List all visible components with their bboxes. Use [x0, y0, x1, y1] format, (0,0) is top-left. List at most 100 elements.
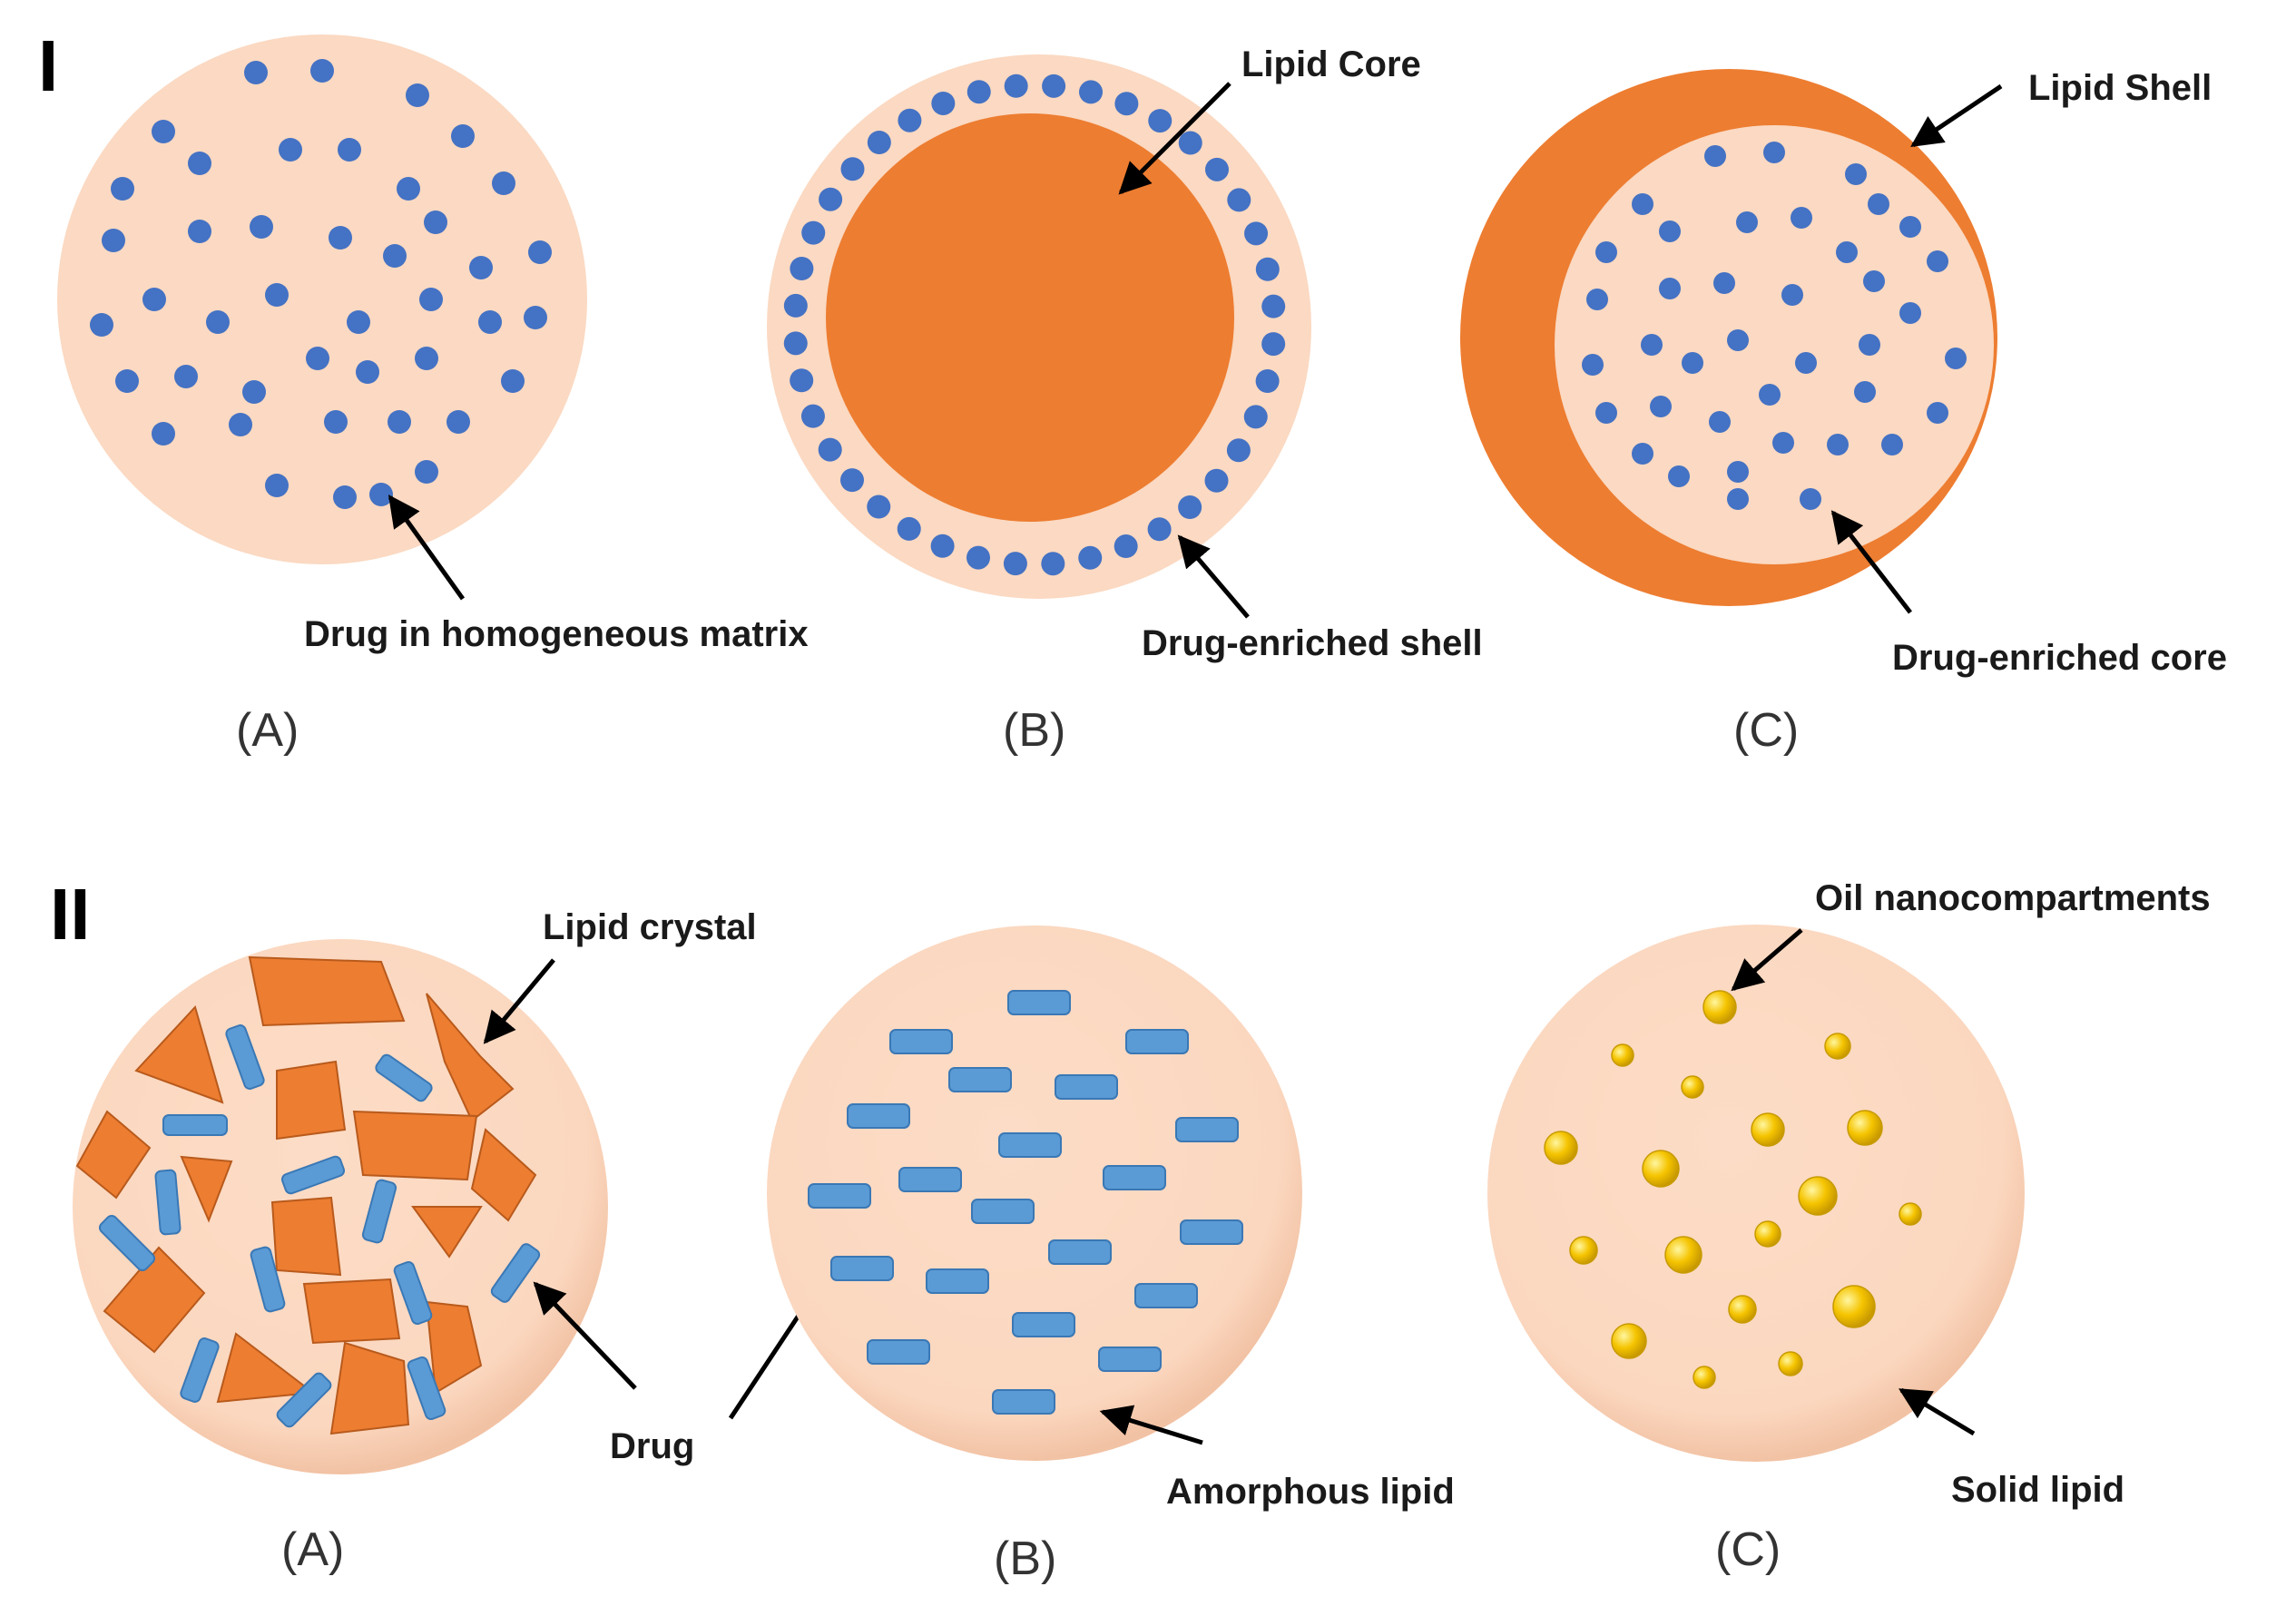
drug-dot — [930, 534, 955, 558]
lipid-crystal — [329, 1341, 410, 1435]
drug-dot — [1899, 216, 1921, 238]
oil-droplet — [1544, 1131, 1578, 1165]
drug-rects-crystal — [98, 1024, 541, 1428]
drug-dot — [1727, 329, 1749, 351]
oil-droplet — [1728, 1295, 1757, 1324]
oil-droplet — [1569, 1236, 1598, 1265]
drug-dot — [1859, 334, 1880, 356]
drug-dot — [206, 310, 230, 334]
drug-dot — [1704, 145, 1726, 167]
drug-dot — [1003, 552, 1027, 576]
panel-ii-a: Lipid crystal Drug (A) — [73, 907, 824, 1576]
drug-dot — [115, 369, 139, 393]
drug-dot — [1148, 109, 1173, 133]
drug-rect — [393, 1260, 433, 1326]
drug-dot — [1863, 270, 1885, 292]
drug-dot — [1682, 352, 1703, 374]
sublabel-i-a: (A) — [236, 704, 299, 757]
drug-dot — [1854, 381, 1876, 403]
oil-droplet — [1847, 1110, 1883, 1146]
solid-lipid-particle — [1487, 925, 2025, 1462]
drug-dot — [1927, 250, 1948, 272]
drug-rect — [867, 1339, 930, 1365]
lipid-crystal — [302, 1278, 401, 1345]
drug-dot — [356, 360, 379, 384]
drug-dot — [1595, 402, 1617, 424]
drug-dot — [1736, 211, 1758, 233]
panel-i-c: Lipid Shell Drug-enriched core (C) — [1460, 68, 2227, 757]
lipid-core — [826, 113, 1234, 522]
section-label-1: I — [38, 25, 58, 106]
drug-dot — [867, 131, 891, 155]
section-label-2: II — [50, 874, 90, 955]
drug-dot — [388, 410, 411, 434]
drug-rect — [276, 1372, 332, 1428]
drug-dot — [1763, 142, 1785, 163]
drug-dot — [818, 437, 842, 462]
drug-dot — [1582, 354, 1604, 376]
oil-droplet — [1611, 1043, 1634, 1067]
oil-droplet — [1642, 1150, 1680, 1188]
sublabel-i-b: (B) — [1003, 704, 1065, 757]
drug-dot — [1079, 80, 1104, 104]
drug-dot — [1204, 468, 1229, 493]
drug-dot — [897, 516, 921, 541]
drug-dot — [1709, 411, 1731, 433]
oil-droplet — [1832, 1285, 1876, 1328]
oil-droplet — [1751, 1112, 1785, 1147]
drug-dot — [324, 410, 348, 434]
drug-dot — [188, 152, 211, 175]
drug-rect — [926, 1268, 989, 1294]
drug-dot — [524, 306, 547, 329]
drug-dot — [469, 256, 493, 279]
arrow-lipid-core — [1118, 82, 1231, 195]
drug-dot — [966, 545, 990, 570]
drug-dot — [840, 468, 865, 493]
lipid-crystal — [426, 993, 515, 1122]
drug-rect — [98, 1214, 156, 1272]
drug-rect — [1125, 1029, 1189, 1054]
drug-dot — [265, 283, 289, 307]
drug-dot — [397, 177, 420, 201]
drug-dot — [1759, 384, 1781, 406]
drug-dot — [1004, 73, 1028, 98]
drug-dot — [1899, 302, 1921, 324]
amorphous-lipid-particle — [767, 925, 1302, 1461]
drug-dot — [1204, 157, 1229, 181]
drug-dot — [478, 310, 502, 334]
lipid-crystal — [180, 1155, 233, 1223]
drug-rects-amorphous — [808, 990, 1243, 1415]
drug-dot — [90, 313, 113, 337]
sublabel-ii-c: (C) — [1715, 1523, 1781, 1576]
drug-rect — [889, 1029, 953, 1054]
drug-dot — [840, 157, 865, 181]
drug-dot — [279, 138, 302, 162]
drug-dot — [1641, 334, 1663, 356]
drug-rect — [154, 1169, 182, 1236]
drug-dot — [369, 483, 393, 506]
drug-rect — [162, 1114, 228, 1136]
panel-ii-c: Oil nanocompartments Solid lipid (C) — [1487, 878, 2211, 1576]
lipid-crystal — [216, 1332, 316, 1404]
drug-dot — [188, 220, 211, 243]
label-oil-nanocompartments: Oil nanocompartments — [1815, 878, 2211, 918]
oil-droplet — [1798, 1176, 1838, 1216]
drug-dot — [1178, 131, 1202, 155]
drug-dot — [306, 347, 329, 370]
drug-dot — [1781, 284, 1803, 306]
drug-dot — [419, 288, 443, 311]
label-amorphous-lipid: Amorphous lipid — [1166, 1472, 1455, 1512]
drug-dot — [801, 220, 826, 245]
drug-dot — [1727, 461, 1749, 483]
drug-dot — [1868, 193, 1889, 215]
drug-dot — [1727, 488, 1749, 510]
drug-dot — [451, 124, 475, 148]
drug-dot — [424, 211, 447, 234]
drug-dot — [1114, 92, 1139, 116]
drug-dot — [1791, 207, 1812, 229]
drug-dot — [1927, 402, 1948, 424]
lipid-crystal — [425, 1300, 483, 1395]
drug-rect — [830, 1256, 894, 1281]
drug-dot — [783, 293, 808, 318]
